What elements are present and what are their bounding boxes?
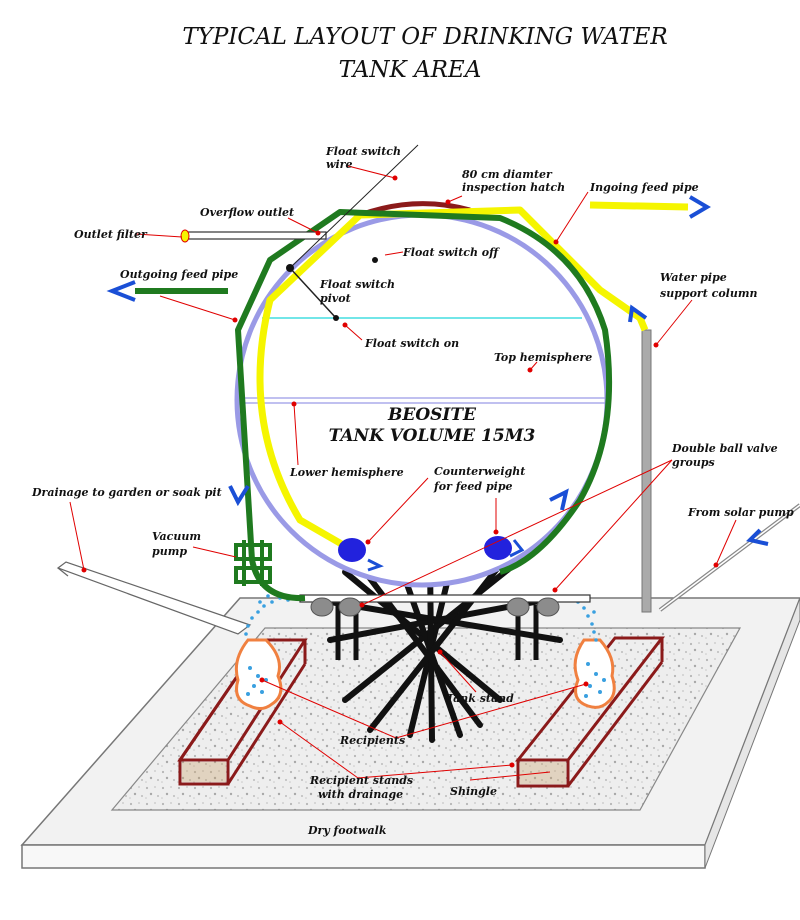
label-outlet-filter: Outlet filter bbox=[74, 228, 148, 241]
label-float-switch-on: Float switch on bbox=[364, 337, 459, 350]
labels: Float switch wire 80 cm diamter inspecti… bbox=[31, 145, 794, 837]
flow-arrow-top-right bbox=[628, 304, 648, 323]
label-recipient-stands-2: with drainage bbox=[318, 788, 403, 801]
label-counterweight-1: Counterweight bbox=[434, 465, 525, 478]
label-water-pipe-support-1: Water pipe bbox=[660, 271, 727, 284]
label-float-switch-pivot-1: Float switch bbox=[319, 278, 395, 291]
label-float-switch-pivot-2: pivot bbox=[320, 292, 351, 305]
outgoing-feed-pipe bbox=[235, 209, 613, 602]
ingoing-flow-arrow bbox=[688, 195, 711, 219]
label-float-switch-wire-1: Float switch bbox=[325, 145, 401, 158]
recipient-right bbox=[573, 638, 616, 709]
double-ball-valve-right bbox=[506, 597, 560, 617]
float-switch-on-marker bbox=[333, 315, 339, 321]
label-ingoing-feed-pipe: Ingoing feed pipe bbox=[589, 181, 699, 194]
label-tank-stand: Tank stand bbox=[446, 692, 514, 705]
float-switch-wire bbox=[289, 144, 419, 269]
label-recipient-stands-1: Recipient stands bbox=[309, 774, 413, 787]
leader-lines bbox=[69, 165, 737, 781]
label-water-pipe-support-2: support column bbox=[660, 287, 757, 300]
overflow-outlet bbox=[185, 231, 327, 240]
flow-arrow-right bbox=[549, 488, 569, 511]
vacuum-pump bbox=[234, 540, 272, 586]
label-double-ball-valve-1: Double ball valve bbox=[671, 442, 778, 455]
label-outgoing-feed-pipe: Outgoing feed pipe bbox=[120, 268, 238, 281]
label-counterweight-2: for feed pipe bbox=[433, 480, 513, 493]
label-vacuum-pump-2: pump bbox=[152, 545, 187, 558]
tank-label-line-2: TANK VOLUME 15M3 bbox=[329, 426, 536, 446]
label-hatch-1: 80 cm diamter bbox=[462, 168, 553, 181]
outgoing-flow-arrow bbox=[106, 280, 136, 302]
flow-arrow-left bbox=[228, 484, 250, 507]
label-lower-hemisphere: Lower hemisphere bbox=[289, 466, 404, 479]
tank-label-line-1: BEOSITE bbox=[387, 405, 477, 425]
label-dry-footwalk: Dry footwalk bbox=[307, 824, 387, 837]
drainage-pipe bbox=[56, 561, 252, 635]
label-vacuum-pump-1: Vacuum bbox=[152, 530, 201, 543]
diagram-title-line-2: TANK AREA bbox=[339, 57, 482, 83]
label-float-switch-off: Float switch off bbox=[402, 246, 500, 259]
float-switch-pivot bbox=[286, 264, 294, 272]
recipient-left bbox=[234, 638, 283, 711]
solar-pump-flow-arrow bbox=[746, 528, 769, 546]
water-pipe-support-column bbox=[641, 329, 652, 613]
float-switch-off-marker bbox=[372, 257, 378, 263]
label-top-hemisphere: Top hemisphere bbox=[494, 351, 592, 364]
counterweight-left bbox=[338, 538, 366, 562]
diagram-title-line-1: TYPICAL LAYOUT OF DRINKING WATER bbox=[182, 24, 667, 50]
label-hatch-2: inspection hatch bbox=[462, 181, 565, 194]
solar-pump-pipe bbox=[658, 503, 800, 612]
label-drainage: Drainage to garden or soak pit bbox=[31, 486, 222, 499]
label-double-ball-valve-2: groups bbox=[672, 456, 715, 469]
label-recipients: Recipients bbox=[339, 734, 405, 747]
outlet-filter bbox=[180, 229, 190, 243]
label-float-switch-wire-2: wire bbox=[326, 158, 352, 171]
label-shingle: Shingle bbox=[450, 785, 497, 798]
ingoing-feed-pipe-arrow-shaft bbox=[589, 201, 689, 211]
label-from-solar-pump: From solar pump bbox=[687, 506, 794, 519]
double-ball-valve-left bbox=[310, 597, 362, 617]
label-overflow-outlet: Overflow outlet bbox=[200, 206, 294, 219]
counterweight-right bbox=[484, 536, 512, 560]
